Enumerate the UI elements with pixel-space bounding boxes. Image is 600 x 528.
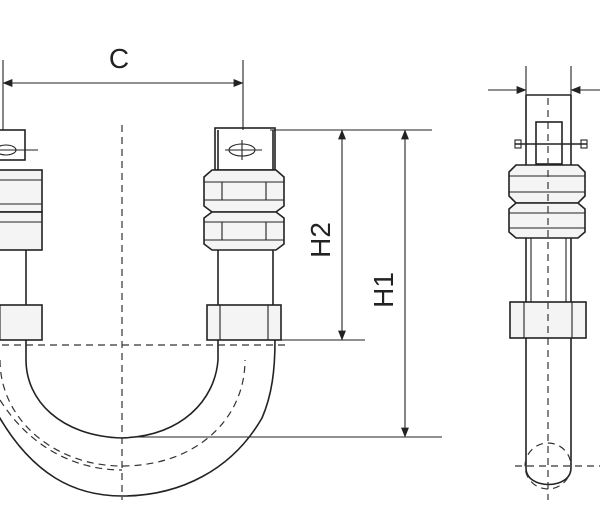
side-view [488, 66, 600, 500]
dimension-h1-label: H1 [368, 272, 399, 308]
side-upper-nut [508, 164, 586, 204]
side-lower-nut [508, 202, 586, 239]
dimension-h2-label: H2 [305, 222, 336, 258]
right-lower-nut [203, 211, 285, 251]
left-plate [0, 129, 26, 161]
right-plate [214, 127, 276, 171]
dimension-h2: H2 [305, 129, 346, 341]
side-diameter-dimension [488, 66, 600, 120]
right-leg [203, 127, 285, 341]
dimension-h1: H1 [368, 129, 409, 438]
right-upper-nut [203, 169, 285, 213]
dimension-c: C [2, 43, 244, 130]
side-plate [535, 121, 563, 165]
front-view: C H2 H1 [0, 43, 442, 500]
right-base-nut [206, 304, 282, 341]
dimension-c-label: C [109, 43, 129, 74]
left-lower-nut [0, 211, 43, 251]
left-leg [0, 129, 43, 341]
side-bend-section-circle [524, 442, 572, 490]
u-bend [0, 339, 276, 497]
left-base-nut [0, 304, 43, 341]
left-upper-nut [0, 169, 43, 213]
